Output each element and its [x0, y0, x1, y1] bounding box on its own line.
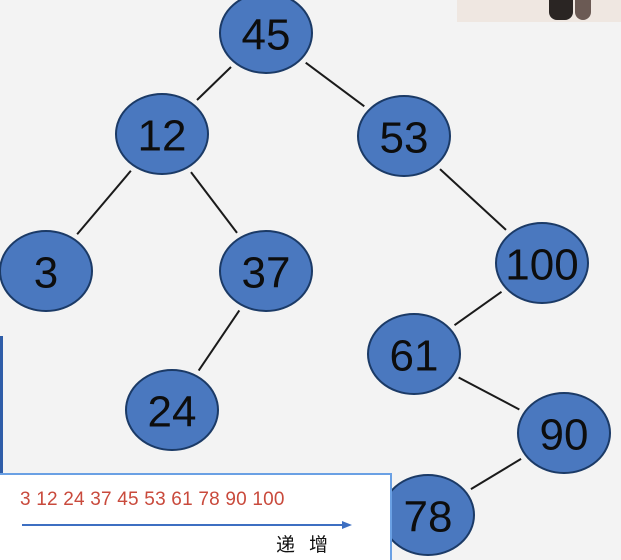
tree-nodes: 45 12 53 3 37 100 24 61 90 78 [0, 0, 611, 556]
tree-node-12: 12 [115, 93, 209, 175]
tree-node-label: 53 [380, 114, 429, 163]
tree-node-label: 61 [390, 332, 439, 381]
tree-node-24: 24 [125, 369, 219, 451]
tree-edge-12-37 [190, 171, 238, 234]
tree-node-circle [125, 369, 219, 451]
tree-node-37: 37 [219, 230, 313, 312]
tree-node-label: 90 [540, 411, 589, 460]
tree-node-label: 12 [138, 112, 187, 161]
tree-edge-45-12 [196, 66, 232, 101]
tree-node-90: 90 [517, 392, 611, 474]
tree-node-78: 78 [381, 474, 475, 556]
webcam-overlay [457, 0, 621, 22]
increasing-caption: 递 增 [276, 534, 333, 556]
tree-node-circle [517, 392, 611, 474]
tree-node-label: 37 [242, 249, 291, 298]
inorder-sequence-box: 3 12 24 37 45 53 61 78 90 100 递 增 [0, 473, 392, 560]
tree-node-label: 45 [242, 11, 291, 60]
tree-node-circle [495, 222, 589, 304]
tree-node-3: 3 [0, 230, 93, 312]
tree-edge-100-61 [453, 290, 503, 327]
tree-node-circle [219, 0, 313, 74]
tree-edge-61-90 [458, 376, 520, 411]
increasing-arrow-icon [22, 521, 352, 529]
tree-node-label: 24 [148, 388, 197, 437]
tree-edge-90-78 [470, 458, 522, 490]
tree-edges [76, 61, 522, 490]
tree-node-label: 78 [404, 493, 453, 542]
tree-node-label: 100 [505, 241, 578, 290]
sorted-sequence-text: 3 12 24 37 45 53 61 78 90 100 [20, 489, 285, 510]
tree-edge-53-100 [439, 168, 507, 231]
tree-node-circle [115, 93, 209, 175]
tree-node-label: 3 [34, 249, 58, 298]
tree-node-circle [367, 313, 461, 395]
tree-edge-37-24 [197, 309, 241, 372]
tree-node-circle [0, 230, 93, 312]
tree-edge-12-3 [76, 170, 132, 235]
tree-node-100: 100 [495, 222, 589, 304]
webcam-hair-shape [549, 0, 573, 20]
tree-node-circle [357, 95, 451, 177]
tree-node-61: 61 [367, 313, 461, 395]
webcam-hair-shape-2 [575, 0, 591, 20]
tree-edge-45-53 [305, 61, 365, 108]
tree-node-53: 53 [357, 95, 451, 177]
tree-node-45: 45 [219, 0, 313, 74]
left-accent-bar [0, 336, 3, 476]
tree-node-circle [219, 230, 313, 312]
